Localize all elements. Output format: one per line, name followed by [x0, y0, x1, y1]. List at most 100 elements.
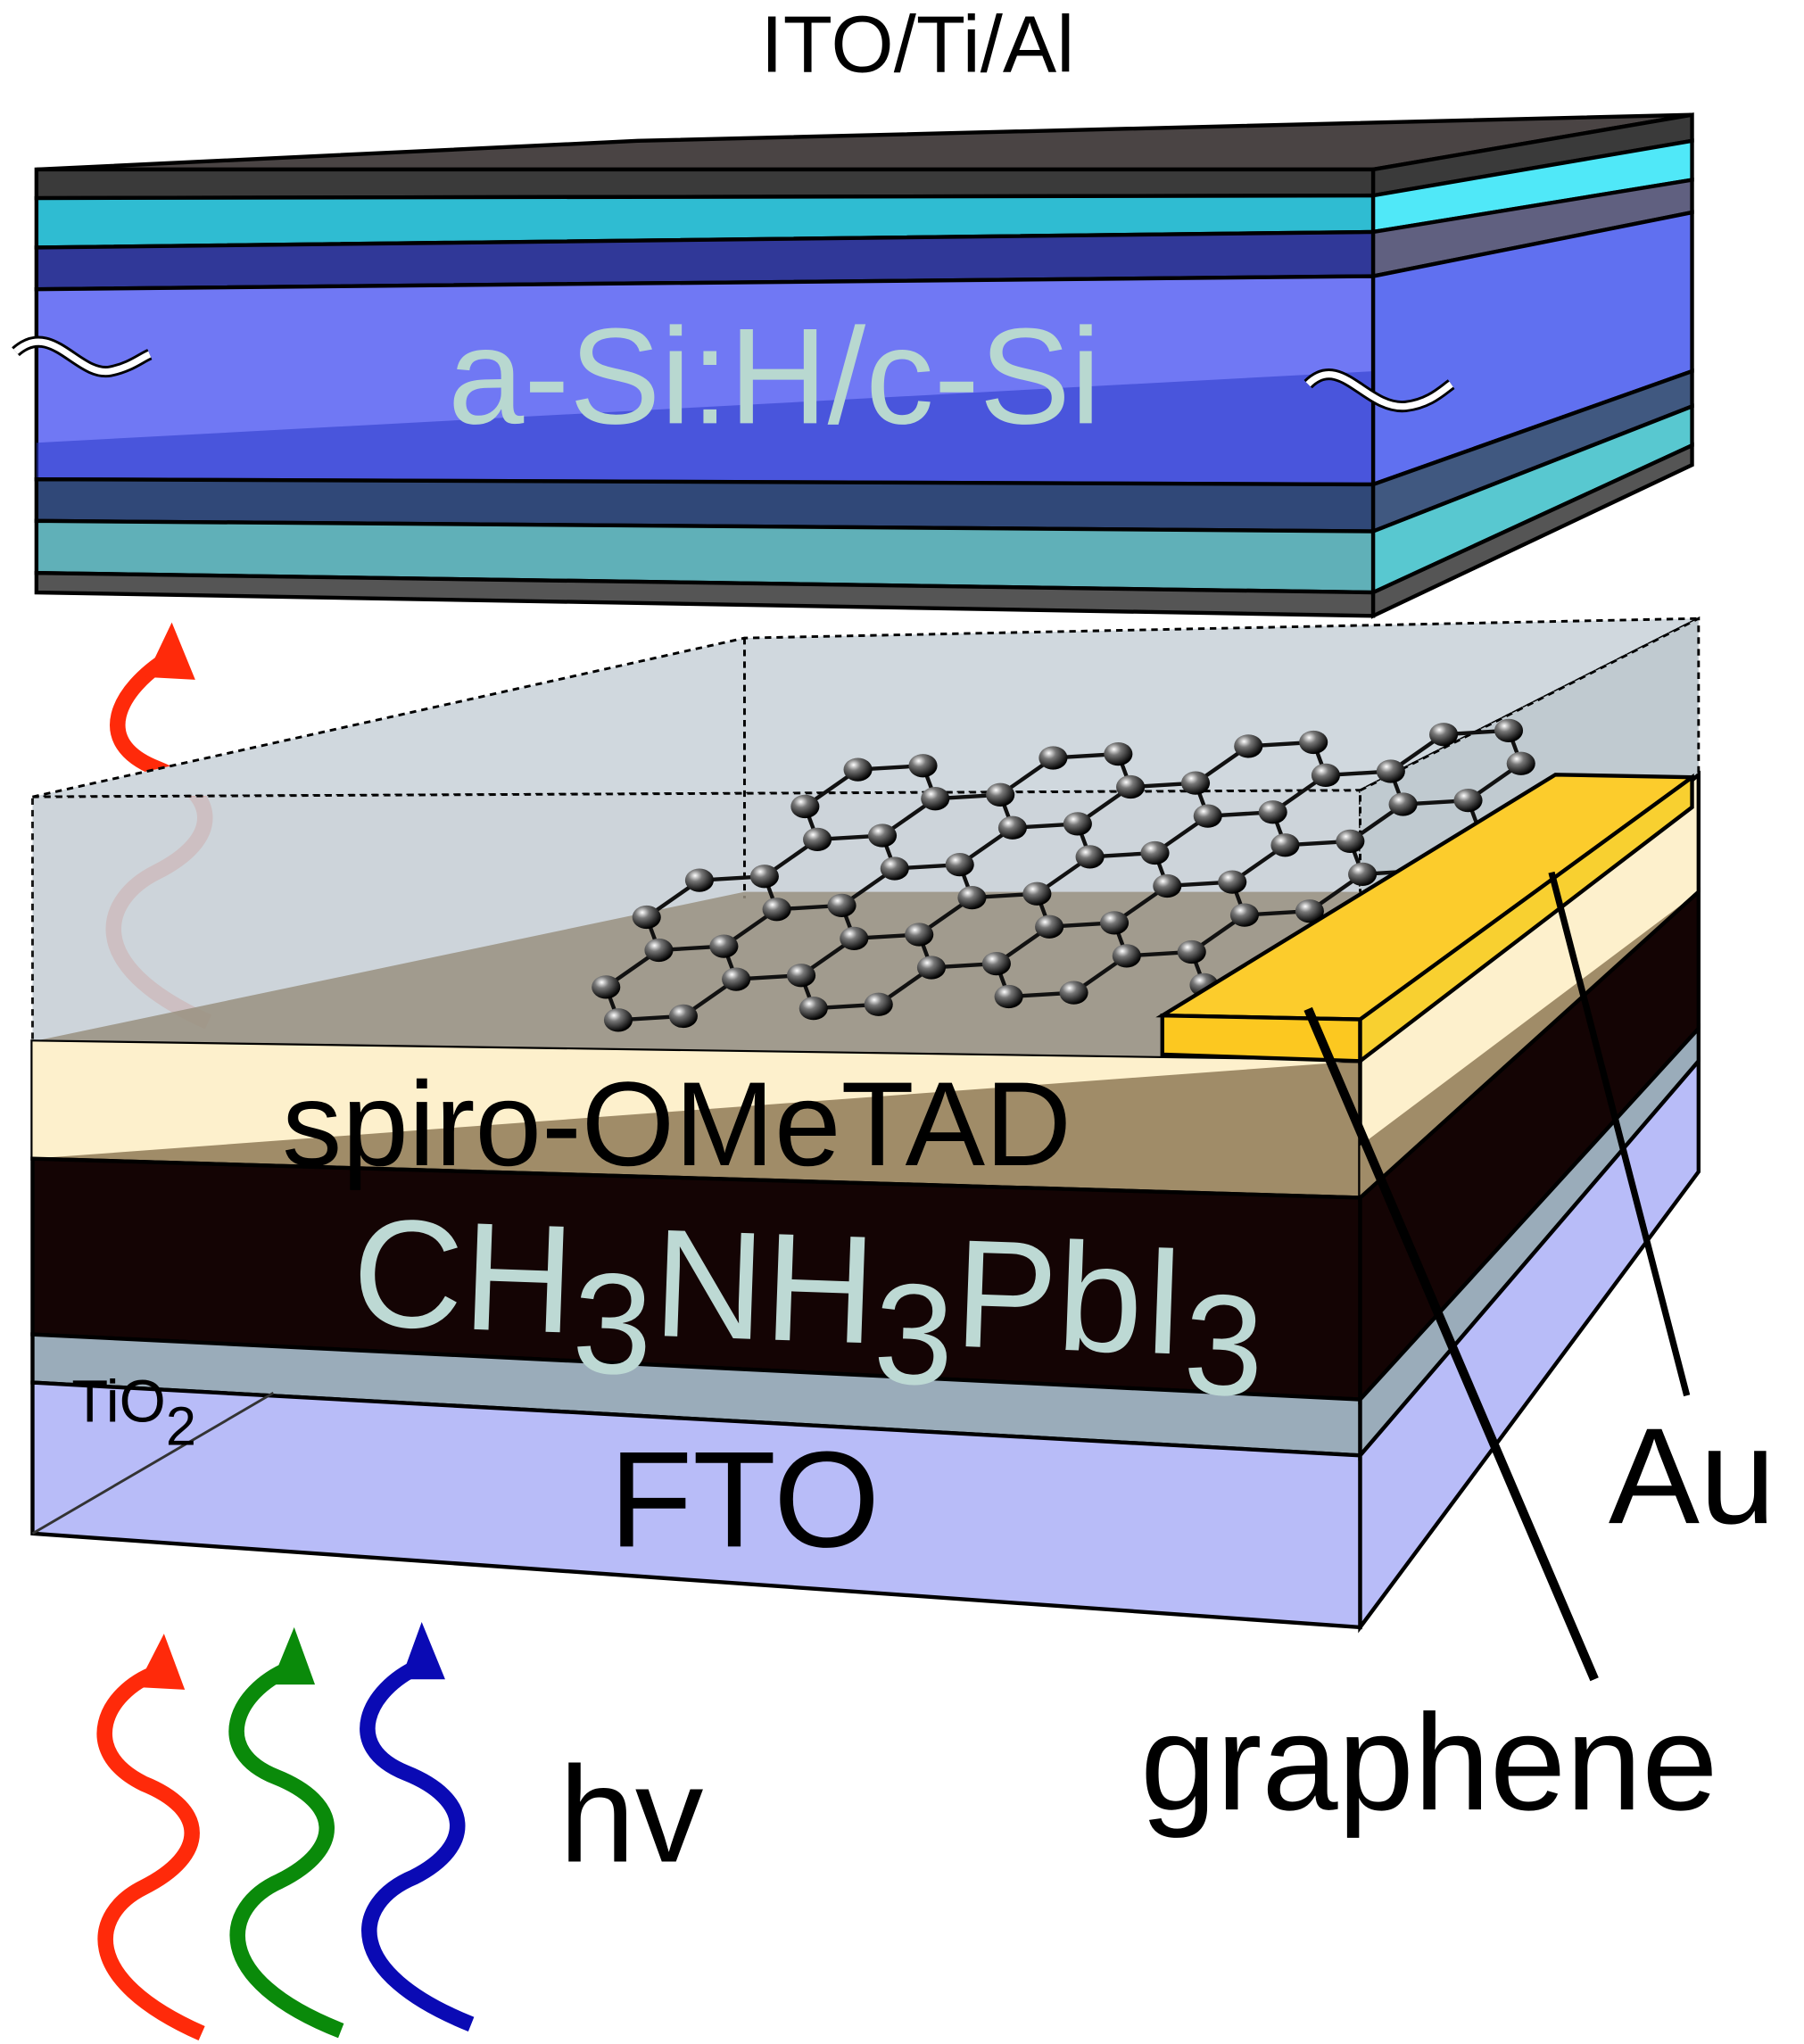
- carbon-atom: [1348, 862, 1378, 886]
- carbon-atom: [644, 938, 674, 963]
- carbon-atom: [1180, 771, 1211, 795]
- graphene-leader-line: [1303, 1006, 1599, 1682]
- carbon-atom: [994, 984, 1023, 1009]
- carbon-atom: [908, 754, 938, 778]
- csi-shade: [36, 371, 1374, 484]
- incident-light: [96, 1659, 475, 2041]
- carbon-atom: [1295, 899, 1324, 923]
- carbon-atom: [1100, 911, 1130, 935]
- carbon-atom: [1153, 873, 1182, 898]
- carbon-atom: [1039, 746, 1068, 770]
- perovskite-label: CH3NH3PbI3: [348, 1187, 1268, 1427]
- bottom-cell-stack: [30, 770, 1701, 1634]
- carbon-atom: [1234, 734, 1263, 758]
- tio2-label: TiO2: [71, 1368, 196, 1456]
- carbon-atom: [840, 926, 869, 950]
- au-label: Au: [1609, 1400, 1775, 1552]
- carbon-atom: [762, 898, 791, 922]
- blue-arrowhead-icon: [401, 1622, 445, 1680]
- red-wave-icon: [96, 1665, 205, 2041]
- carbon-atom: [1035, 914, 1064, 939]
- carbon-atom: [1063, 812, 1092, 836]
- tio2-label-part: TiO: [71, 1368, 166, 1435]
- carbon-atom: [1336, 829, 1365, 854]
- carbon-atom: [1104, 741, 1133, 766]
- carbon-atom: [787, 964, 816, 988]
- top-dark-layer: [34, 167, 1376, 201]
- break-mark-left-inner: [13, 338, 152, 376]
- carbon-atom: [981, 951, 1011, 976]
- fto-label: FTO: [609, 1423, 881, 1576]
- carbon-atom: [905, 923, 934, 947]
- carbon-atom: [843, 757, 873, 782]
- green-wave-icon: [228, 1661, 344, 2039]
- perovskite-subscript: 3: [1181, 1264, 1266, 1427]
- carbon-atom: [867, 823, 898, 848]
- top-contact-label: ITO/Ti/Al: [761, 0, 1075, 90]
- red-arrowhead-icon: [137, 1634, 186, 1690]
- carbon-atom: [1193, 804, 1222, 828]
- carbon-atom: [1299, 730, 1328, 755]
- carbon-atom: [1112, 944, 1141, 968]
- carbon-atom: [1429, 723, 1459, 747]
- carbon-atom: [921, 787, 950, 811]
- carbon-atom: [1229, 903, 1259, 927]
- carbon-atom: [945, 853, 974, 877]
- light-label: hv: [559, 1738, 704, 1891]
- spiro-label: spiro-OMeTAD: [282, 1058, 1072, 1191]
- carbon-atom: [1376, 759, 1405, 783]
- carbon-atom: [1270, 833, 1300, 857]
- perovskite-subscript: 3: [872, 1254, 956, 1416]
- carbon-atom: [603, 1008, 633, 1032]
- carbon-atom: [803, 827, 832, 852]
- carbon-atom: [1075, 845, 1105, 869]
- carbon-atom: [1059, 981, 1088, 1005]
- carbon-atom: [864, 992, 893, 1016]
- carbon-atom: [957, 885, 987, 910]
- carbon-atom: [1494, 718, 1524, 742]
- gold-contact: [1155, 773, 1699, 1065]
- graphene-label: graphene: [1140, 1686, 1717, 1839]
- carbon-atom: [722, 967, 751, 991]
- carbon-atom: [1022, 881, 1052, 906]
- perovskite-subscript: 3: [570, 1244, 655, 1406]
- spiro-light-shade: [32, 1041, 1361, 1159]
- carbon-atom: [799, 997, 828, 1021]
- carbon-atom: [790, 794, 820, 819]
- perovskite-label-part: PbI: [952, 1208, 1188, 1387]
- green-arrowhead-icon: [270, 1626, 316, 1685]
- au-leader-line: [1548, 871, 1691, 1397]
- carbon-atom: [684, 868, 714, 892]
- carbon-atom: [1388, 792, 1418, 816]
- carbon-atom: [827, 893, 856, 918]
- carbon-atom: [749, 865, 779, 889]
- carbon-atom: [1506, 751, 1535, 775]
- tio2-subscript: 2: [166, 1396, 196, 1457]
- carbon-atom: [709, 934, 739, 958]
- carbon-atom: [1258, 800, 1287, 824]
- top-cell-label: a-Si:H/c-Si: [448, 300, 1101, 452]
- carbon-atom: [1453, 789, 1483, 813]
- carbon-atom: [592, 975, 621, 999]
- fto-hidden-edge: [31, 1392, 275, 1535]
- carbon-atom: [1140, 840, 1170, 865]
- perovskite-label-part: NH: [651, 1197, 879, 1377]
- carbon-atom: [668, 1004, 698, 1029]
- interlayer-box-top: [32, 617, 1700, 799]
- carbon-atom: [880, 856, 909, 881]
- carbon-atom: [1116, 774, 1146, 799]
- fto-right-face: [1358, 1055, 1701, 1634]
- carbon-atom: [1311, 763, 1340, 788]
- carbon-atom: [986, 782, 1015, 807]
- carbon-atom: [632, 905, 661, 930]
- carbon-atom: [1218, 870, 1247, 894]
- top-cell-stack: [34, 112, 1694, 619]
- break-mark-right-inner: [1305, 370, 1453, 410]
- carbon-atom: [997, 815, 1027, 840]
- blue-wave-icon: [360, 1659, 475, 2032]
- carbon-atom: [916, 956, 947, 980]
- transmitted-light-arrowhead: [145, 622, 195, 680]
- gold-right-face: [1358, 773, 1694, 1065]
- carbon-atom: [1177, 939, 1206, 964]
